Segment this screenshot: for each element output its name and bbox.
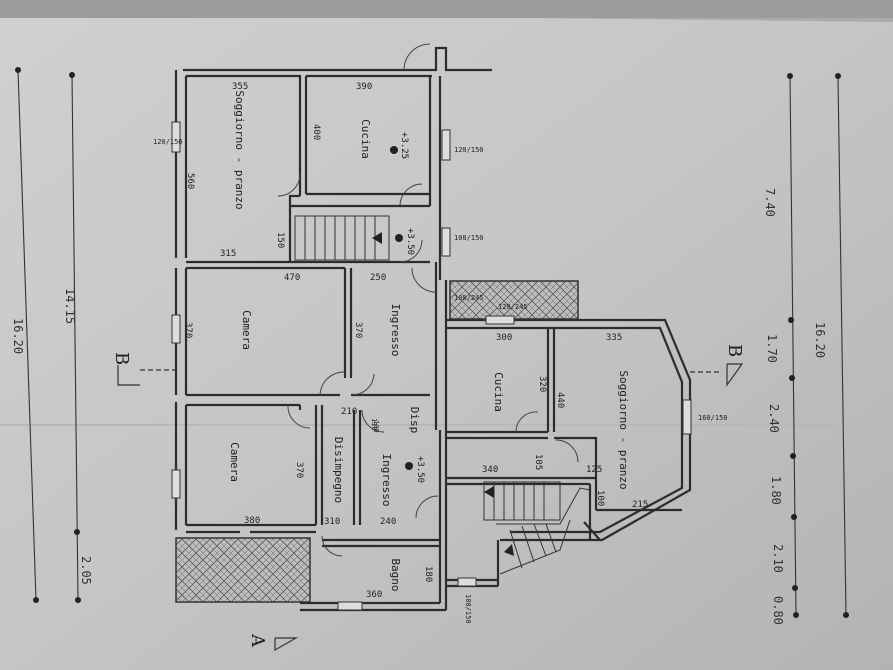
dimension-ticks [15, 67, 849, 618]
walls [174, 46, 692, 612]
room-label: Soggiorno - pranzo [233, 90, 246, 209]
stairs-bottom [483, 481, 591, 575]
dimension-label: 120/150 [153, 138, 183, 146]
room-label: Bagno [389, 558, 402, 591]
dimension-label: 470 [284, 273, 300, 283]
dimension-label: 100 [372, 420, 380, 433]
chain-label: 0.80 [771, 596, 785, 625]
dimension-label: 120/245 [498, 303, 528, 311]
section-letter-a: A [247, 633, 268, 648]
dimension-label: 210 [341, 407, 357, 417]
dimension-label: 400 [311, 124, 321, 140]
stairs-top [294, 215, 390, 261]
dimension-label: 180 [423, 566, 433, 582]
interior-dimensions: 355 390 400 560 315 150 470 250 370 370 … [153, 82, 728, 624]
room-label: Ingresso [380, 454, 393, 507]
room-label: Soggiorno - pranzo [617, 370, 630, 489]
dimension-label: 335 [606, 333, 622, 343]
dimension-label: 370 [294, 462, 304, 478]
section-letter-b-left: B [111, 352, 132, 365]
dimension-label: 440 [555, 392, 565, 408]
balcony-top [449, 280, 579, 320]
dimension-label: 240 [380, 517, 396, 527]
dimension-label: 340 [482, 465, 498, 475]
dimension-label: 315 [220, 249, 236, 259]
room-label: Camera [240, 310, 253, 350]
dimension-label: 120/150 [454, 146, 484, 154]
dimension-label: 360 [366, 590, 382, 600]
elevation-label: +3.50 [405, 228, 415, 255]
dimension-label: 100/150 [464, 594, 472, 624]
section-marks [117, 363, 744, 652]
door-swings [277, 43, 579, 557]
chain-label: 1.80 [769, 476, 783, 505]
section-letters: B B A [111, 344, 745, 648]
dimension-label: 100 [595, 490, 605, 506]
chain-label: 1.70 [765, 334, 779, 363]
chain-label: 2.10 [771, 544, 785, 573]
room-labels: Soggiorno - pranzo Cucina Camera Ingress… [228, 90, 630, 591]
room-label: Disp [408, 407, 421, 434]
dimension-label: 160/150 [698, 414, 728, 422]
dimension-label: 100/150 [454, 234, 484, 242]
dimension-label: 370 [183, 322, 193, 338]
dimension-label: 300 [496, 333, 512, 343]
dimension-label: 105 [533, 454, 543, 470]
chain-label: 2.40 [767, 404, 781, 433]
dimension-label: 390 [356, 82, 372, 92]
section-letter-b-right: B [724, 344, 745, 357]
room-label: Cucina [359, 119, 372, 159]
dimension-label: 560 [185, 173, 195, 189]
room-label: Cucina [492, 372, 505, 412]
elevation-label: +3.25 [399, 132, 409, 159]
room-label: Camera [228, 442, 241, 482]
dimension-label: 100/245 [454, 294, 484, 302]
dimension-label: 250 [370, 273, 386, 283]
elevation-label: +3.50 [415, 456, 425, 483]
elevation-labels: +3.25 +3.50 +3.50 [399, 132, 425, 483]
dimension-label: 215 [632, 500, 648, 510]
balcony-bottom [175, 537, 311, 603]
chain-total-right: 16.20 [813, 322, 827, 358]
windows [171, 121, 692, 611]
dimension-label: 110 [370, 418, 378, 431]
dimension-label: 355 [232, 82, 248, 92]
dimension-label: 125 [586, 465, 602, 475]
dimension-label: 150 [275, 232, 285, 248]
elevation-markers [390, 146, 413, 470]
chain-label-left: 14.15 [63, 288, 77, 324]
dimension-label: 370 [353, 322, 363, 338]
dimension-label: 310 [324, 517, 340, 527]
chain-label-left-small: 2.05 [79, 556, 93, 585]
chain-label: 7.40 [763, 188, 777, 217]
dimension-lines [17, 69, 847, 616]
chain-total-left: 16.20 [11, 318, 25, 354]
dimension-label: 380 [244, 516, 260, 526]
dimension-label: 320 [537, 376, 547, 392]
room-label: Ingresso [389, 304, 402, 357]
chain-labels: 7.40 1.70 2.40 1.80 2.10 0.80 16.20 14.1… [11, 188, 827, 625]
room-label: Disimpegno [332, 437, 345, 503]
